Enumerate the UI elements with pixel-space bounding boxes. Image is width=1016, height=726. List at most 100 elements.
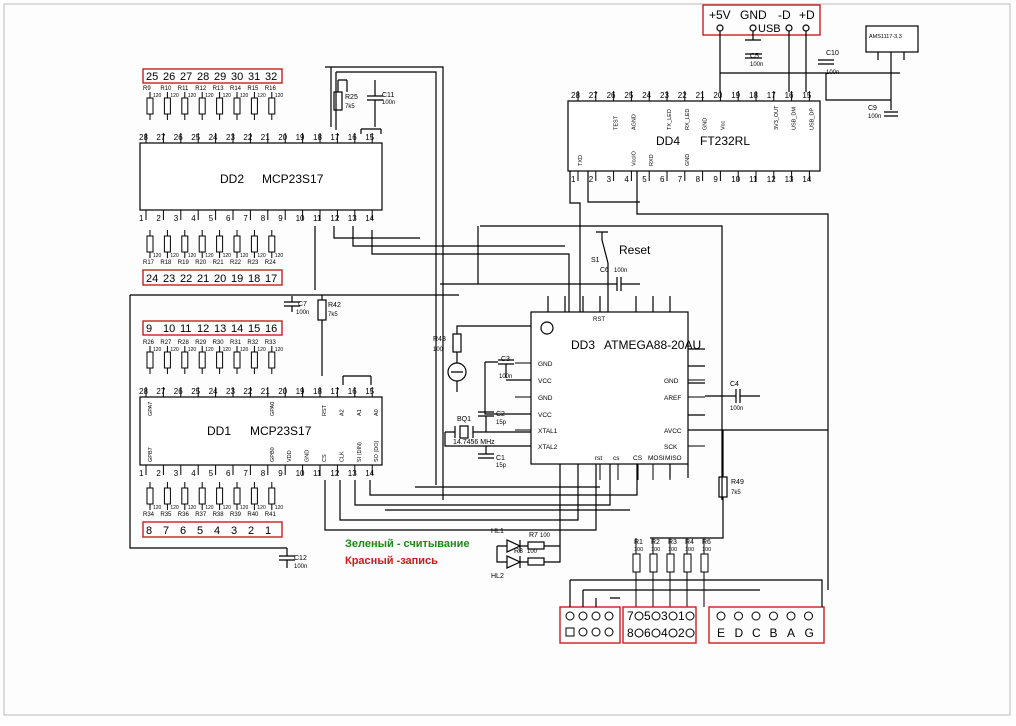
dd1-top-resistor-ref: R30: [213, 340, 225, 346]
c6-value: 100n: [614, 268, 627, 274]
connector-middle-pin-number: 7: [627, 609, 634, 623]
dd4-top-signal: RX_LED: [685, 109, 691, 130]
usb-header-outline: [702, 4, 821, 36]
r49-symbol: [718, 476, 728, 498]
dd2-bottom-box-number: 17: [265, 273, 277, 285]
connector-right-pad: [734, 611, 743, 621]
dd2-top-box-number: 29: [214, 71, 226, 83]
c2-label: C2: [496, 411, 505, 418]
dd1-top-box-number: 13: [214, 323, 226, 335]
dd1-ref: DD1: [207, 424, 231, 438]
dd1-top-resistor: [216, 351, 224, 369]
dd4-bottom-pin-number: 4: [624, 175, 629, 184]
dd3-chip: DD3 ATMEGA88-20AU GNDVCCGNDVCCXTAL1XTAL2…: [515, 296, 705, 480]
dd1-bottom-box: [142, 521, 283, 538]
dd4-top-pin-number: 24: [642, 91, 651, 100]
dd2-top-resistor: [233, 97, 241, 115]
dd4-top-pin-number: 27: [589, 91, 598, 100]
dd1-top-resistors: R26120R27120R28120R29120R30120R31120R321…: [143, 340, 283, 374]
dd1-top-box-number: 9: [146, 323, 152, 335]
dd1-top-pin-number: 19: [296, 387, 305, 396]
dd1-top-box-number: 10: [163, 323, 175, 335]
dd1-top-signal: A2: [339, 409, 345, 416]
dd2-top-resistor: [216, 97, 224, 115]
dd2-top-resistor-value: 120: [170, 93, 179, 99]
r8-symbol: [527, 557, 545, 566]
dd1-bottom-resistor-ref: R40: [247, 512, 259, 518]
crystal-bq1: BQ1 14.7456 MHz: [444, 416, 531, 447]
dd2-bottom-pin-number: 4: [191, 214, 196, 223]
dd2-bottom-resistor: [198, 235, 206, 253]
connector-left-pad-square: [565, 627, 575, 637]
dd2-bottom-pin-number: 9: [278, 214, 283, 223]
dd2-bottom-resistor-ref: R18: [160, 260, 172, 266]
dd2-top-box-number: 27: [180, 71, 192, 83]
reset-switch-ref: S1: [591, 257, 600, 264]
dd2-bottom-resistor-ref: R24: [265, 260, 277, 266]
output-resistor-value: 100: [685, 547, 694, 553]
dd1-bottom-resistor: [163, 487, 171, 505]
dd2-bottom-box-number: 19: [231, 273, 243, 285]
dd2-top-resistor-ref: R14: [230, 86, 242, 92]
dd1-top-signal: GPA7: [148, 402, 154, 416]
dd1-bottom-box-number: 7: [163, 525, 169, 537]
dd1-bottom-resistor: [146, 487, 154, 505]
dd2-top-pin-number: 16: [348, 133, 357, 142]
r7-value: 100: [540, 533, 551, 539]
dd4-bottom-pin-number: 8: [696, 175, 701, 184]
dd1-bottom-pin-number: 2: [156, 469, 161, 478]
dd1-bottom-resistor: [250, 487, 258, 505]
dd4-bottom-pin-number: 1: [571, 175, 576, 184]
dd4-bottom-pin-number: 2: [589, 175, 594, 184]
connector-left-outline: [559, 606, 621, 644]
dd1-top-pin-number: 28: [139, 387, 148, 396]
connector-middle-pad: [668, 611, 678, 621]
led-indicators: HL1 HL2 R7 100 R8 100: [491, 464, 561, 580]
dd2-bottom-resistor-value: 120: [240, 253, 249, 259]
dd1-bottom-resistor: [233, 487, 241, 505]
dd1-bottom-signal: VDD: [287, 450, 293, 462]
dd2-top-pin-number: 18: [313, 133, 322, 142]
connector-middle-pad: [634, 628, 644, 638]
usb-connector: +5V GND -D +D USB: [702, 4, 821, 36]
dd2-bottom-box-number: 22: [180, 273, 192, 285]
dd1-top-pin-number: 25: [191, 387, 200, 396]
sheet-frame: [3, 3, 1011, 716]
dd1-bottom-resistor-value: 120: [205, 505, 214, 511]
dd2-bottom-pin-number: 7: [243, 214, 248, 223]
connector-left-pad: [604, 627, 614, 637]
dd1-top-resistor-ref: R31: [230, 340, 242, 346]
reset-switch[interactable]: [596, 231, 609, 312]
dd2-top-box-number: 30: [231, 71, 243, 83]
c1-label: C1: [496, 455, 505, 462]
connector-left-pad: [565, 611, 575, 621]
dd4-top-pin-number: 17: [767, 91, 776, 100]
dd4-top-pin-number: 16: [785, 91, 794, 100]
dd1-top-box-number: 16: [265, 323, 277, 335]
dd1-top-pin-number: 23: [226, 387, 235, 396]
c11-value: 100n: [382, 100, 395, 106]
dd2-body: [139, 142, 383, 211]
dd2-top-resistor-ref: R9: [143, 86, 151, 92]
r25-label: R25: [345, 94, 358, 101]
dd1-bottom-pin-number: 3: [174, 469, 179, 478]
r43-symbol: [452, 333, 462, 353]
dd4-top-pin-number: 18: [749, 91, 758, 100]
c1-value: 15p: [496, 463, 507, 469]
dd3-left-pin-label: GND: [538, 361, 553, 368]
dd2-top-box-number: 32: [265, 71, 277, 83]
dd1-top-box-number: 11: [180, 323, 191, 335]
dd2-bottom-pin-number: 14: [365, 214, 374, 223]
dd2-ref: DD2: [220, 172, 244, 186]
dd2-top-resistors: R9120R10120R11120R12120R13120R14120R1512…: [143, 86, 283, 120]
dd2-top-resistor-ref: R12: [195, 86, 207, 92]
dd4-top-signal: USB_DM: [792, 107, 798, 130]
dd1-bottom-resistor-value: 120: [188, 505, 197, 511]
dd1-bottom-box-number: 4: [214, 525, 220, 537]
